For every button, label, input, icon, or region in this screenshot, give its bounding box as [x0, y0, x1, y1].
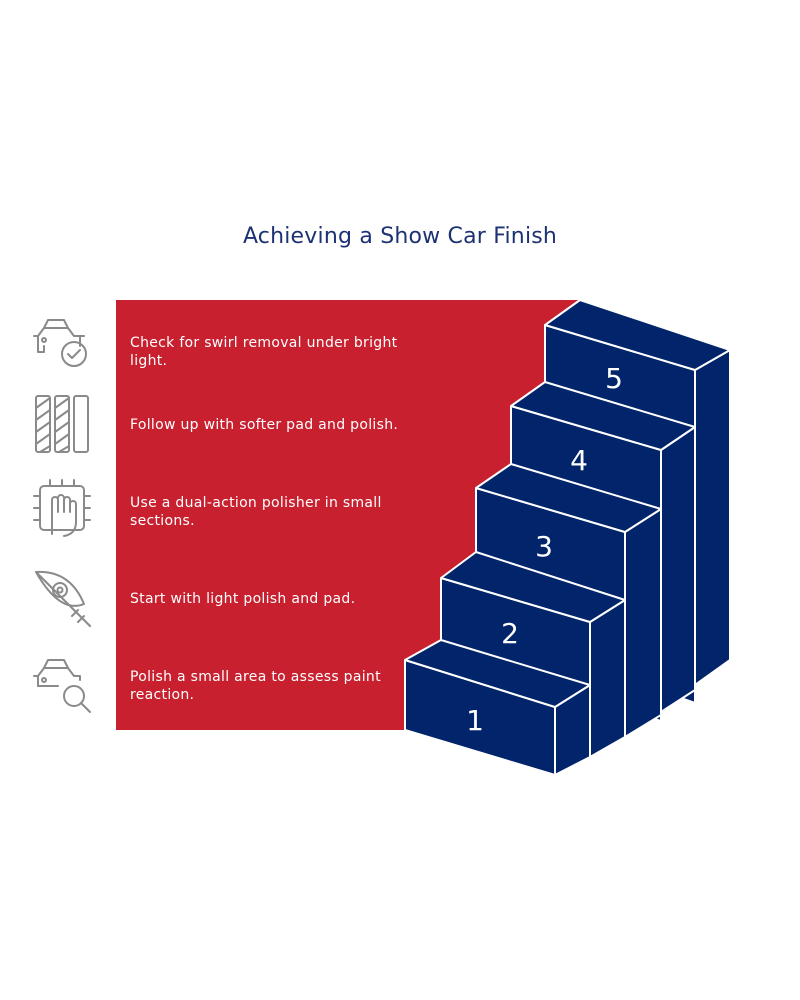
step-4-side	[660, 426, 696, 713]
step-5-text: Check for swirl removal under bright lig…	[130, 335, 398, 369]
step-3-side	[624, 508, 662, 738]
step-2-side	[589, 599, 626, 758]
step-1-text: Polish a small area to assess paint reac…	[130, 669, 381, 703]
step-1-number: 1	[466, 704, 484, 737]
step-1-top	[404, 639, 591, 708]
red-panel	[116, 300, 580, 730]
pad-panels-icon	[30, 392, 94, 456]
hand-chip-icon	[30, 478, 94, 542]
step-3-top	[475, 463, 662, 533]
step-2-number: 2	[501, 617, 519, 650]
step-3-number: 3	[535, 530, 553, 563]
step-4-top	[510, 381, 696, 451]
diagram-title: Achieving a Show Car Finish	[242, 224, 558, 249]
step-5-side	[694, 349, 731, 686]
step-4-text: Follow up with softer pad and polish.	[130, 417, 399, 433]
step-2-top	[440, 551, 626, 623]
step-3-text: Use a dual-action polisher in small sect…	[130, 495, 382, 529]
step-5-number: 5	[605, 362, 623, 395]
step-4-number: 4	[570, 444, 588, 477]
car-check-icon	[30, 310, 94, 374]
step-5-top	[544, 299, 731, 371]
car-magnifier-icon	[30, 650, 94, 714]
step-2-text: Start with light polish and pad.	[130, 591, 356, 607]
feather-target-icon	[30, 564, 94, 628]
